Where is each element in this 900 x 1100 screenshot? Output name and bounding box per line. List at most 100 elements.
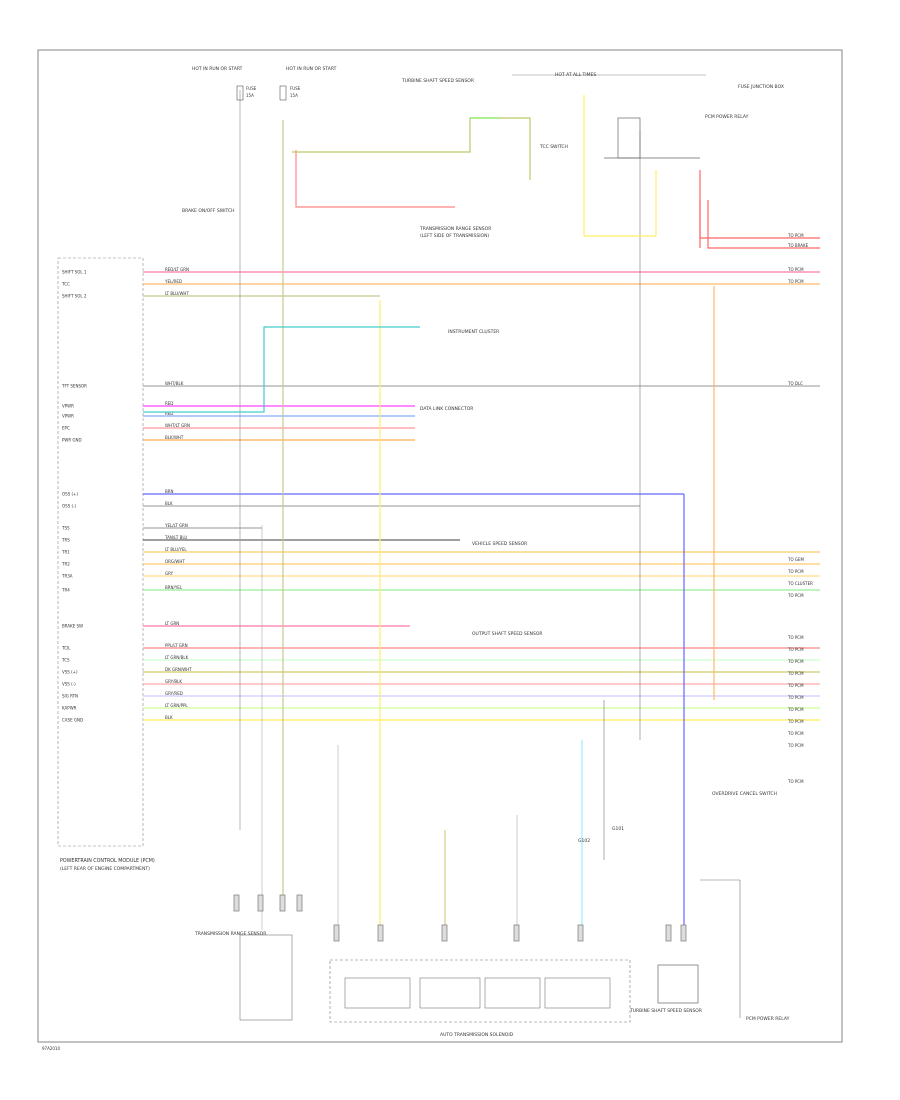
wire-color-label: LT GRN/PPL: [165, 703, 188, 708]
pcm-pin-name: SHIFT SOL 1: [62, 270, 87, 275]
right-wire-label: TO PCM: [787, 569, 804, 574]
pcm-pin-name: OSS (+): [62, 492, 78, 497]
instrument-cluster-label: INSTRUMENT CLUSTER: [448, 329, 499, 335]
wire-color-label: YEL/LT GRN: [164, 523, 188, 528]
upper-wiring: [143, 74, 820, 413]
pcm-pin-name: VPWR: [62, 404, 74, 409]
fuse-right-icon: [279, 85, 287, 101]
pcm-pin-name: SHIFT SOL 2: [62, 294, 87, 299]
right-wire-label: TO PCM: [787, 635, 804, 640]
bottom-connectors: [233, 894, 687, 942]
pcm-pin-name: SIG RTN: [62, 694, 78, 699]
tcc-switch-label: TCC SWITCH: [539, 144, 568, 150]
horizontal-wires: RED/LT GRN YEL/RED LT BLU/WHT WHT/BLK RED RED…: [143, 267, 820, 721]
fuse-left-label: FUSE: [246, 86, 257, 91]
connector-10: [665, 924, 672, 942]
right-wire-label: TO PCM: [787, 279, 804, 284]
tss-box: [657, 964, 699, 1004]
solenoid-switches: [344, 977, 611, 1009]
pcm-pin-name: CASE GND: [62, 718, 83, 723]
connector-3: [279, 894, 286, 912]
right-wire-label: TO CLUSTER: [787, 581, 813, 586]
wire-color-label: DK GRN/WHT: [165, 667, 192, 672]
pcm-pin-name: EPC: [62, 426, 70, 431]
wire-color-label: GRY/RED: [165, 691, 183, 696]
tr-sensor-sub: (LEFT SIDE OF TRANSMISSION): [420, 233, 489, 239]
solenoid-4: [544, 977, 611, 1009]
diagram-frame: [37, 49, 843, 1043]
vss-label: VEHICLE SPEED SENSOR: [472, 541, 527, 547]
pcm-pin-name: TR3A: [61, 574, 73, 579]
connector-6: [377, 924, 384, 942]
wire-yellow-relay: [584, 170, 657, 237]
pcm-outline: [57, 257, 144, 847]
solenoid-1: [344, 977, 411, 1009]
tr-sensor-label: TRANSMISSION RANGE SENSOR: [419, 226, 491, 232]
wire-color-label: BLK: [165, 715, 173, 720]
wire-color-label: GRY/BLK: [165, 679, 182, 684]
wire-color-label: RED: [165, 411, 173, 416]
right-wire-label: TO PCM: [787, 683, 804, 688]
bottom-right-switch-label: PCM POWER RELAY: [746, 1016, 790, 1022]
solenoid-3: [484, 977, 541, 1009]
pcm-sublabel: (LEFT REAR OF ENGINE COMPARTMENT): [60, 866, 150, 872]
fuse-left-icon: [236, 85, 244, 101]
pcm-pin-name: BRAKE SW: [62, 624, 83, 629]
pcm-pin-name: PWR GND: [62, 438, 82, 443]
wire-color-label: ORG/WHT: [165, 559, 185, 564]
wire-color-label: YEL/RED: [164, 279, 182, 284]
wire-color-label: GRY: [165, 571, 174, 576]
wire-color-label: TAN/LT BLU: [164, 535, 187, 540]
wire-color-label: BLK: [165, 501, 173, 506]
connector-8: [513, 924, 520, 942]
right-wire-label: TO PCM: [787, 671, 804, 676]
oss-label: OUTPUT SHAFT SPEED SENSOR: [472, 631, 543, 637]
wire-color-label: RED: [165, 401, 173, 406]
tr-switch-block: [239, 934, 293, 1021]
right-wire-label: TO PCM: [787, 707, 804, 712]
right-wire-label: TO BRAKE: [787, 243, 809, 248]
overdrive-cancel-label: OVERDRIVE CANCEL SWITCH: [712, 791, 777, 797]
connector-1: [233, 894, 240, 912]
hot-at-all-times-label: HOT AT ALL TIMES: [555, 72, 596, 78]
wire-teal-transmission: [263, 326, 420, 330]
pcm-pin-name: TR1: [61, 550, 70, 555]
pcm-pin-name: OSS (-): [62, 504, 77, 509]
wire-color-label: BLK/WHT: [165, 435, 184, 440]
wire-red-to-sensor: [295, 150, 455, 208]
solenoid-group-label: AUTO TRANSMISSION SOLENOID: [440, 1032, 514, 1038]
connector-4: [296, 894, 303, 912]
fuse-junction-box-label: FUSE JUNCTION BOX: [738, 84, 784, 90]
right-wire-label: TO PCM: [787, 719, 804, 724]
wire-color-label: LT BLU/YEL: [165, 547, 187, 552]
solenoid-2: [419, 977, 481, 1009]
wire-relay-red-out2: [707, 200, 820, 249]
right-wire-label: TO PCM: [787, 779, 804, 784]
wire-color-label: RED/LT GRN: [165, 267, 189, 272]
right-wire-label: TO PCM: [787, 695, 804, 700]
wire-teal-down: [143, 405, 265, 413]
right-wire-label: TO DLC: [787, 381, 803, 386]
solenoid-group-box: [329, 959, 631, 1023]
connector-2: [257, 894, 264, 912]
wire-color-label: WHT/LT GRN: [165, 423, 190, 428]
tss-label: TURBINE SHAFT SPEED SENSOR: [629, 1008, 702, 1014]
wire-color-label: LT GRN: [165, 621, 179, 626]
pcm-pin-name: TCS: [61, 658, 70, 663]
pcm-pin-name: TR4: [61, 588, 70, 593]
page-id: 97A2010: [42, 1046, 60, 1051]
pcm-pin-name: TR2: [61, 562, 70, 567]
right-wire-label: TO PCM: [787, 593, 804, 598]
wire-color-label: LT BLU/WHT: [165, 291, 189, 296]
wire-color-label: LT GRN/BLK: [165, 655, 189, 660]
pcm-pin-name: TRS: [61, 538, 70, 543]
pcm-pin-name: VPWR: [62, 414, 74, 419]
right-wire-label: TO PCM: [787, 659, 804, 664]
pcm-label: POWERTRAIN CONTROL MODULE (PCM): [60, 858, 155, 864]
wire-color-label: WHT/BLK: [165, 381, 184, 386]
wire-color-label: BRN: [165, 489, 174, 494]
vertical-wires: [239, 90, 715, 930]
g102-label: G102: [578, 838, 590, 844]
